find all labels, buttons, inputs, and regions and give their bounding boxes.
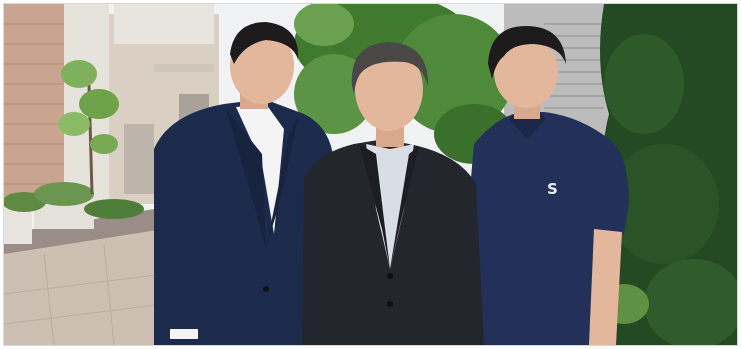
background-building <box>109 4 219 204</box>
photo-frame: S <box>4 4 737 345</box>
person-right: S <box>466 26 629 345</box>
person-left <box>154 22 339 345</box>
planters <box>4 182 144 244</box>
pavement <box>4 209 165 345</box>
person-middle <box>302 42 484 345</box>
conifer-tree <box>599 4 737 345</box>
small-tree <box>58 60 119 195</box>
photo: S <box>4 4 737 345</box>
shirt-logo: S <box>547 180 558 198</box>
